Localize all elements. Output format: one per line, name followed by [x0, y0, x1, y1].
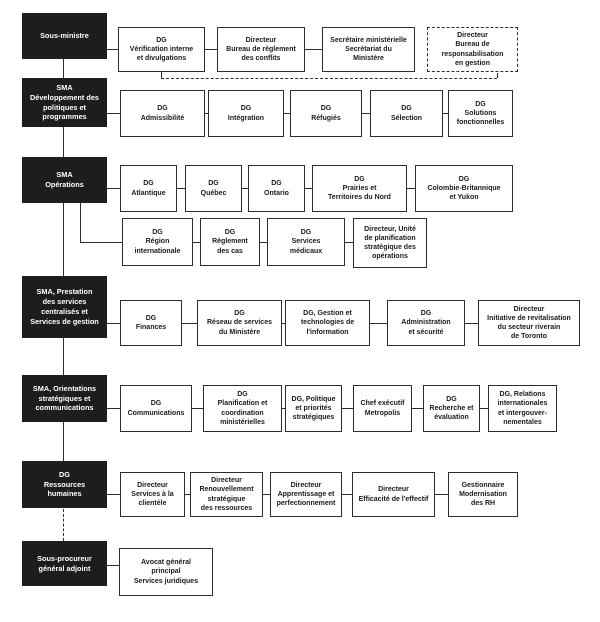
- box-dg-colombie-britannique-yukon: DG Colombie-Britannique et Yukon: [415, 165, 513, 212]
- box-dg-reseau-services-ministere: DG Réseau de services du Ministère: [197, 300, 282, 346]
- connector-spine-dashed-segment: [63, 509, 64, 541]
- box-dg-admissibilite: DG Admissibilité: [120, 90, 205, 137]
- box-dg-reglement-des-cas: DG Règlement des cas: [200, 218, 260, 266]
- box-gestionnaire-modernisation-rh: Gestionnaire Modernisation des RH: [448, 472, 518, 517]
- connector-dashed-horizontal: [161, 78, 497, 79]
- leader-sous-procureur-general-adjoint: Sous-procureur général adjoint: [22, 541, 107, 586]
- box-directeur-efficacite-effectif: Directeur Efficacité de l'effectif: [352, 472, 435, 517]
- box-dg-administration-securite: DG Administration et sécurité: [387, 300, 465, 346]
- box-dg-prairies-territoires-nord: DG Prairies et Territoires du Nord: [312, 165, 407, 212]
- connector-row7-link: [107, 565, 130, 566]
- box-dg-gestion-technologies-information: DG, Gestion et technologies de l'informa…: [285, 300, 370, 346]
- box-directeur-services-clientele: Directeur Services à la clientèle: [120, 472, 185, 517]
- box-directeur-reglement-conflits: Directeur Bureau de règlement des confli…: [217, 27, 305, 72]
- box-dg-quebec: DG Québec: [185, 165, 242, 212]
- connector-spine-vertical: [63, 36, 64, 480]
- box-dg-ontario: DG Ontario: [248, 165, 305, 212]
- connector-dashed-tick-right: [497, 73, 498, 78]
- box-avocat-general-principal: Avocat général principal Services juridi…: [119, 548, 213, 596]
- box-dg-verification-interne: DG Vérification interne et divulgations: [118, 27, 205, 72]
- leader-sma-orientations-strategiques: SMA, Orientations stratégiques et commun…: [22, 375, 107, 422]
- box-directeur-apprentissage-perfectionnement: Directeur Apprentissage et perfectionnem…: [270, 472, 342, 517]
- box-dg-region-internationale: DG Région internationale: [122, 218, 193, 266]
- box-dg-atlantique: DG Atlantique: [120, 165, 177, 212]
- box-secretaire-ministerielle: Secrétaire ministérielle Secrétariat du …: [322, 27, 415, 72]
- box-directeur-revitalisation-toronto: Directeur Initiative de revitalisation d…: [478, 300, 580, 346]
- box-dg-selection: DG Sélection: [370, 90, 443, 137]
- box-dg-politique-priorites-strategiques: DG, Politique et priorités stratégiques: [285, 385, 342, 432]
- box-directeur-responsabilisation-gestion: Directeur Bureau de responsabilisation e…: [427, 27, 518, 72]
- box-dg-communications: DG Communications: [120, 385, 192, 432]
- leader-sma-operations: SMA Opérations: [22, 157, 107, 203]
- box-directeur-unite-planification-strategique: Directeur, Unité de planification straté…: [353, 218, 427, 268]
- box-dg-relations-internationales: DG, Relations internationales et intergo…: [488, 385, 557, 432]
- leader-sma-developpement-politiques-programmes: SMA Développement des politiques et prog…: [22, 78, 107, 127]
- box-dg-recherche-evaluation: DG Recherche et évaluation: [423, 385, 480, 432]
- connector-operations-branch-vertical: [80, 203, 81, 243]
- box-dg-services-medicaux: DG Services médicaux: [267, 218, 345, 266]
- box-dg-integration: DG Intégration: [208, 90, 284, 137]
- leader-dg-ressources-humaines: DG Ressources humaines: [22, 461, 107, 508]
- box-chef-executif-metropolis: Chef exécutif Metropolis: [353, 385, 412, 432]
- box-dg-solutions-fonctionnelles: DG Solutions fonctionnelles: [448, 90, 513, 137]
- box-dg-planification-coordination: DG Planification et coordination ministé…: [203, 385, 282, 432]
- leader-sous-ministre: Sous-ministre: [22, 13, 107, 59]
- connector-dashed-tick-left: [161, 72, 162, 78]
- box-dg-refugies: DG Réfugiés: [290, 90, 362, 137]
- leader-sma-prestation-services: SMA, Prestation des services centralisés…: [22, 276, 107, 338]
- box-directeur-renouvellement-strategique: Directeur Renouvellement stratégique des…: [190, 472, 263, 517]
- box-dg-finances: DG Finances: [120, 300, 182, 346]
